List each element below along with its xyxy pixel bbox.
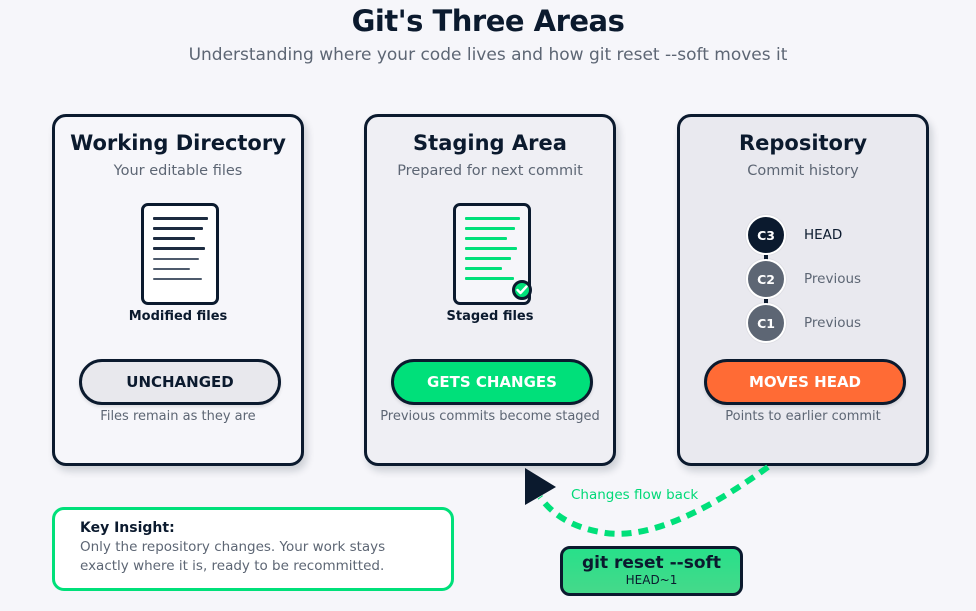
doc-line (153, 217, 208, 220)
insight-text: Only the repository changes. Your work s… (80, 539, 386, 574)
doc-line (153, 237, 195, 240)
commit-label: Previous (804, 271, 862, 287)
card-title: Staging Area (413, 131, 567, 155)
commit-row: C3 HEAD (746, 215, 842, 255)
repository-card: Repository Commit history C3 HEAD C2 Pre… (677, 114, 929, 466)
git-reset-command-button[interactable]: git reset --soft HEAD~1 (560, 546, 743, 596)
status-caption: Previous commits become staged (380, 409, 600, 424)
document-icon (141, 203, 219, 305)
checkmark-icon (512, 280, 532, 300)
working-directory-card: Working Directory Your editable files Mo… (52, 114, 304, 466)
commit-node-c2[interactable]: C2 (746, 259, 786, 299)
doc-line (465, 247, 517, 250)
flow-dashed-path (537, 464, 770, 537)
doc-line (153, 268, 190, 270)
insight-title: Key Insight: (80, 520, 175, 536)
doc-line (153, 258, 199, 260)
gets-changes-status-button[interactable]: GETS CHANGES (391, 359, 593, 405)
doc-line (465, 277, 514, 280)
icon-label: Modified files (128, 309, 228, 324)
card-title: Repository (738, 131, 868, 155)
card-subtitle: Prepared for next commit (397, 163, 583, 179)
doc-line (465, 237, 507, 240)
commit-connector (764, 255, 768, 260)
commit-connector (764, 299, 768, 304)
key-insight-box: Key Insight: Only the repository changes… (52, 507, 454, 591)
commit-node-c1[interactable]: C1 (746, 303, 786, 343)
card-subtitle: Your editable files (113, 163, 243, 179)
doc-line (153, 278, 202, 280)
commit-history: C3 HEAD C2 Previous C1 Previous (746, 215, 896, 345)
moves-head-status-button[interactable]: MOVES HEAD (704, 359, 906, 405)
command-argument: HEAD~1 (625, 573, 678, 587)
doc-line (153, 227, 203, 230)
commit-row: C1 Previous (746, 303, 861, 343)
commit-label: Previous (804, 315, 862, 331)
arrowhead-icon (525, 468, 556, 505)
commit-label: HEAD (804, 227, 843, 243)
staging-area-card: Staging Area Prepared for next commit St… (364, 114, 616, 466)
status-caption: Points to earlier commit (725, 409, 881, 424)
doc-line (153, 247, 205, 250)
commit-node-c3[interactable]: C3 (746, 215, 786, 255)
status-caption: Files remain as they are (100, 409, 256, 424)
flow-label: Changes flow back (571, 487, 699, 503)
doc-line (465, 257, 511, 260)
commit-row: C2 Previous (746, 259, 861, 299)
icon-label: Staged files (446, 309, 534, 324)
unchanged-status-button[interactable]: UNCHANGED (79, 359, 281, 405)
doc-line (465, 217, 520, 220)
staged-document-icon (453, 203, 532, 305)
doc-line (465, 267, 502, 270)
card-subtitle: Commit history (747, 163, 859, 179)
page-title: Git's Three Areas (351, 4, 625, 38)
checkmark-glyph (516, 285, 528, 295)
doc-line (465, 227, 515, 230)
card-title: Working Directory (70, 131, 286, 155)
command-text: git reset --soft (581, 553, 722, 573)
page-subtitle: Understanding where your code lives and … (188, 45, 788, 65)
